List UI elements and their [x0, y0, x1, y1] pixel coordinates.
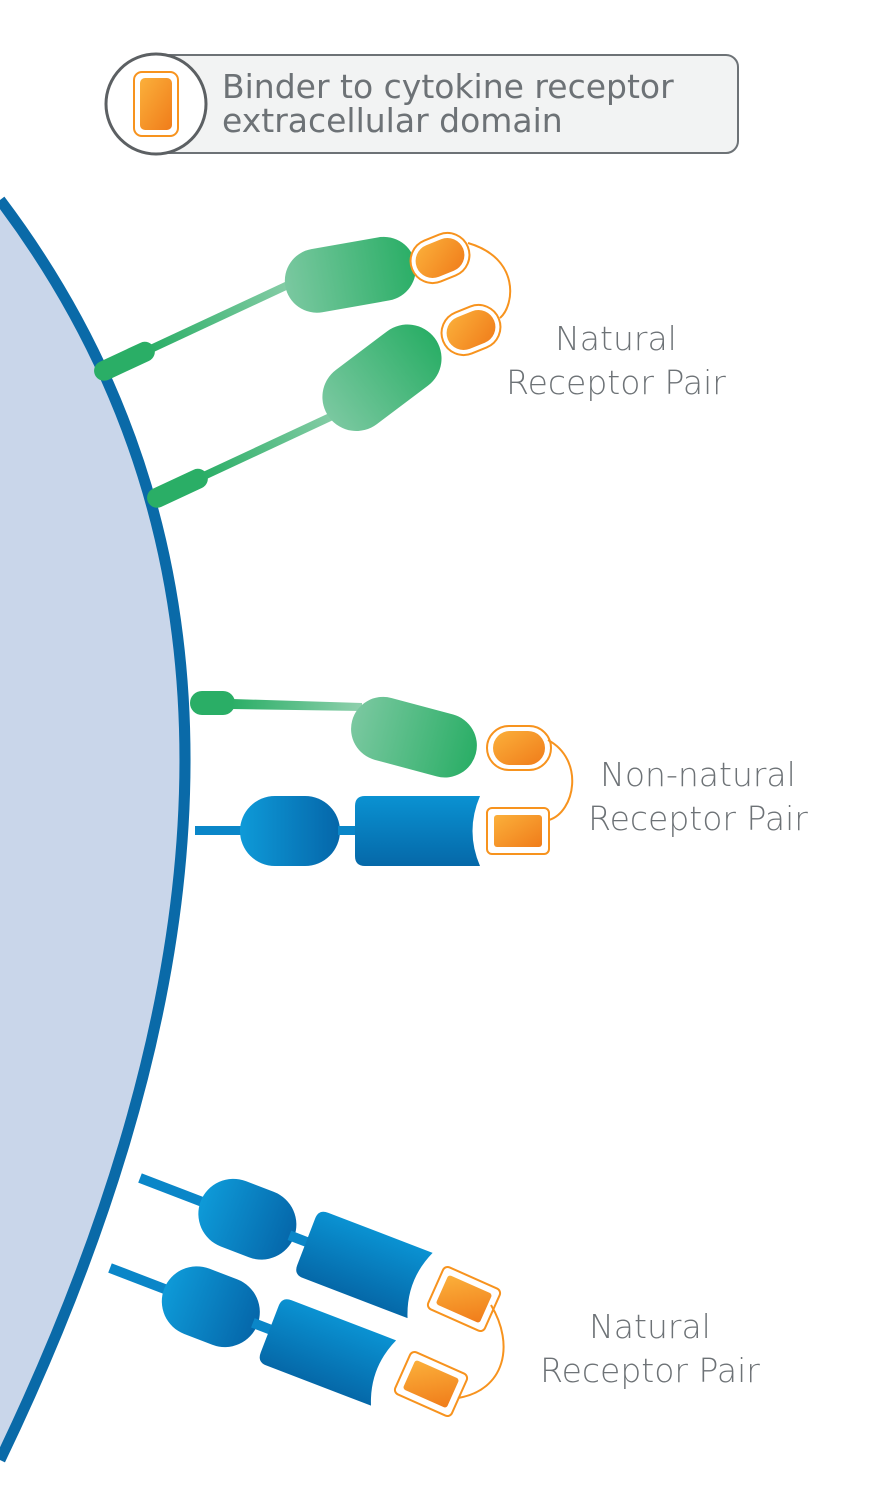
group1-label-line2: Receptor Pair	[506, 363, 726, 402]
blue-receptor	[195, 796, 480, 866]
binder-icon	[486, 725, 552, 771]
binder-icon	[426, 1265, 502, 1333]
group1-label-line1: Natural	[555, 319, 677, 358]
legend-text-line2: extracellular domain	[222, 101, 563, 140]
binder-linker	[547, 739, 574, 821]
group2-label-line1: Non-natural	[600, 755, 796, 794]
group3-label-line1: Natural	[589, 1307, 711, 1346]
binder-linker	[457, 1304, 505, 1399]
binder-linker	[467, 242, 512, 319]
cell-body	[0, 200, 185, 1460]
cell-membrane	[0, 196, 191, 1463]
group2-label-line2: Receptor Pair	[588, 799, 808, 838]
group3-label-line2: Receptor Pair	[540, 1351, 760, 1390]
binder-icon	[440, 304, 502, 356]
green-receptor	[94, 236, 416, 381]
legend: Binder to cytokine receptor extracellula…	[104, 52, 739, 156]
legend-text-line1: Binder to cytokine receptor	[222, 67, 674, 106]
green-receptor	[190, 691, 477, 778]
natural-green-receptor-pair	[94, 232, 512, 508]
binder-icon	[486, 807, 550, 855]
blue-receptor	[108, 1263, 397, 1406]
legend-binder-icon-fill	[140, 78, 172, 130]
non-natural-receptor-pair	[190, 691, 574, 866]
binder-icon	[409, 232, 471, 284]
binder-icon	[393, 1350, 469, 1418]
green-receptor	[147, 324, 442, 508]
blue-receptor	[138, 1173, 433, 1319]
natural-blue-receptor-pair	[108, 1173, 505, 1418]
